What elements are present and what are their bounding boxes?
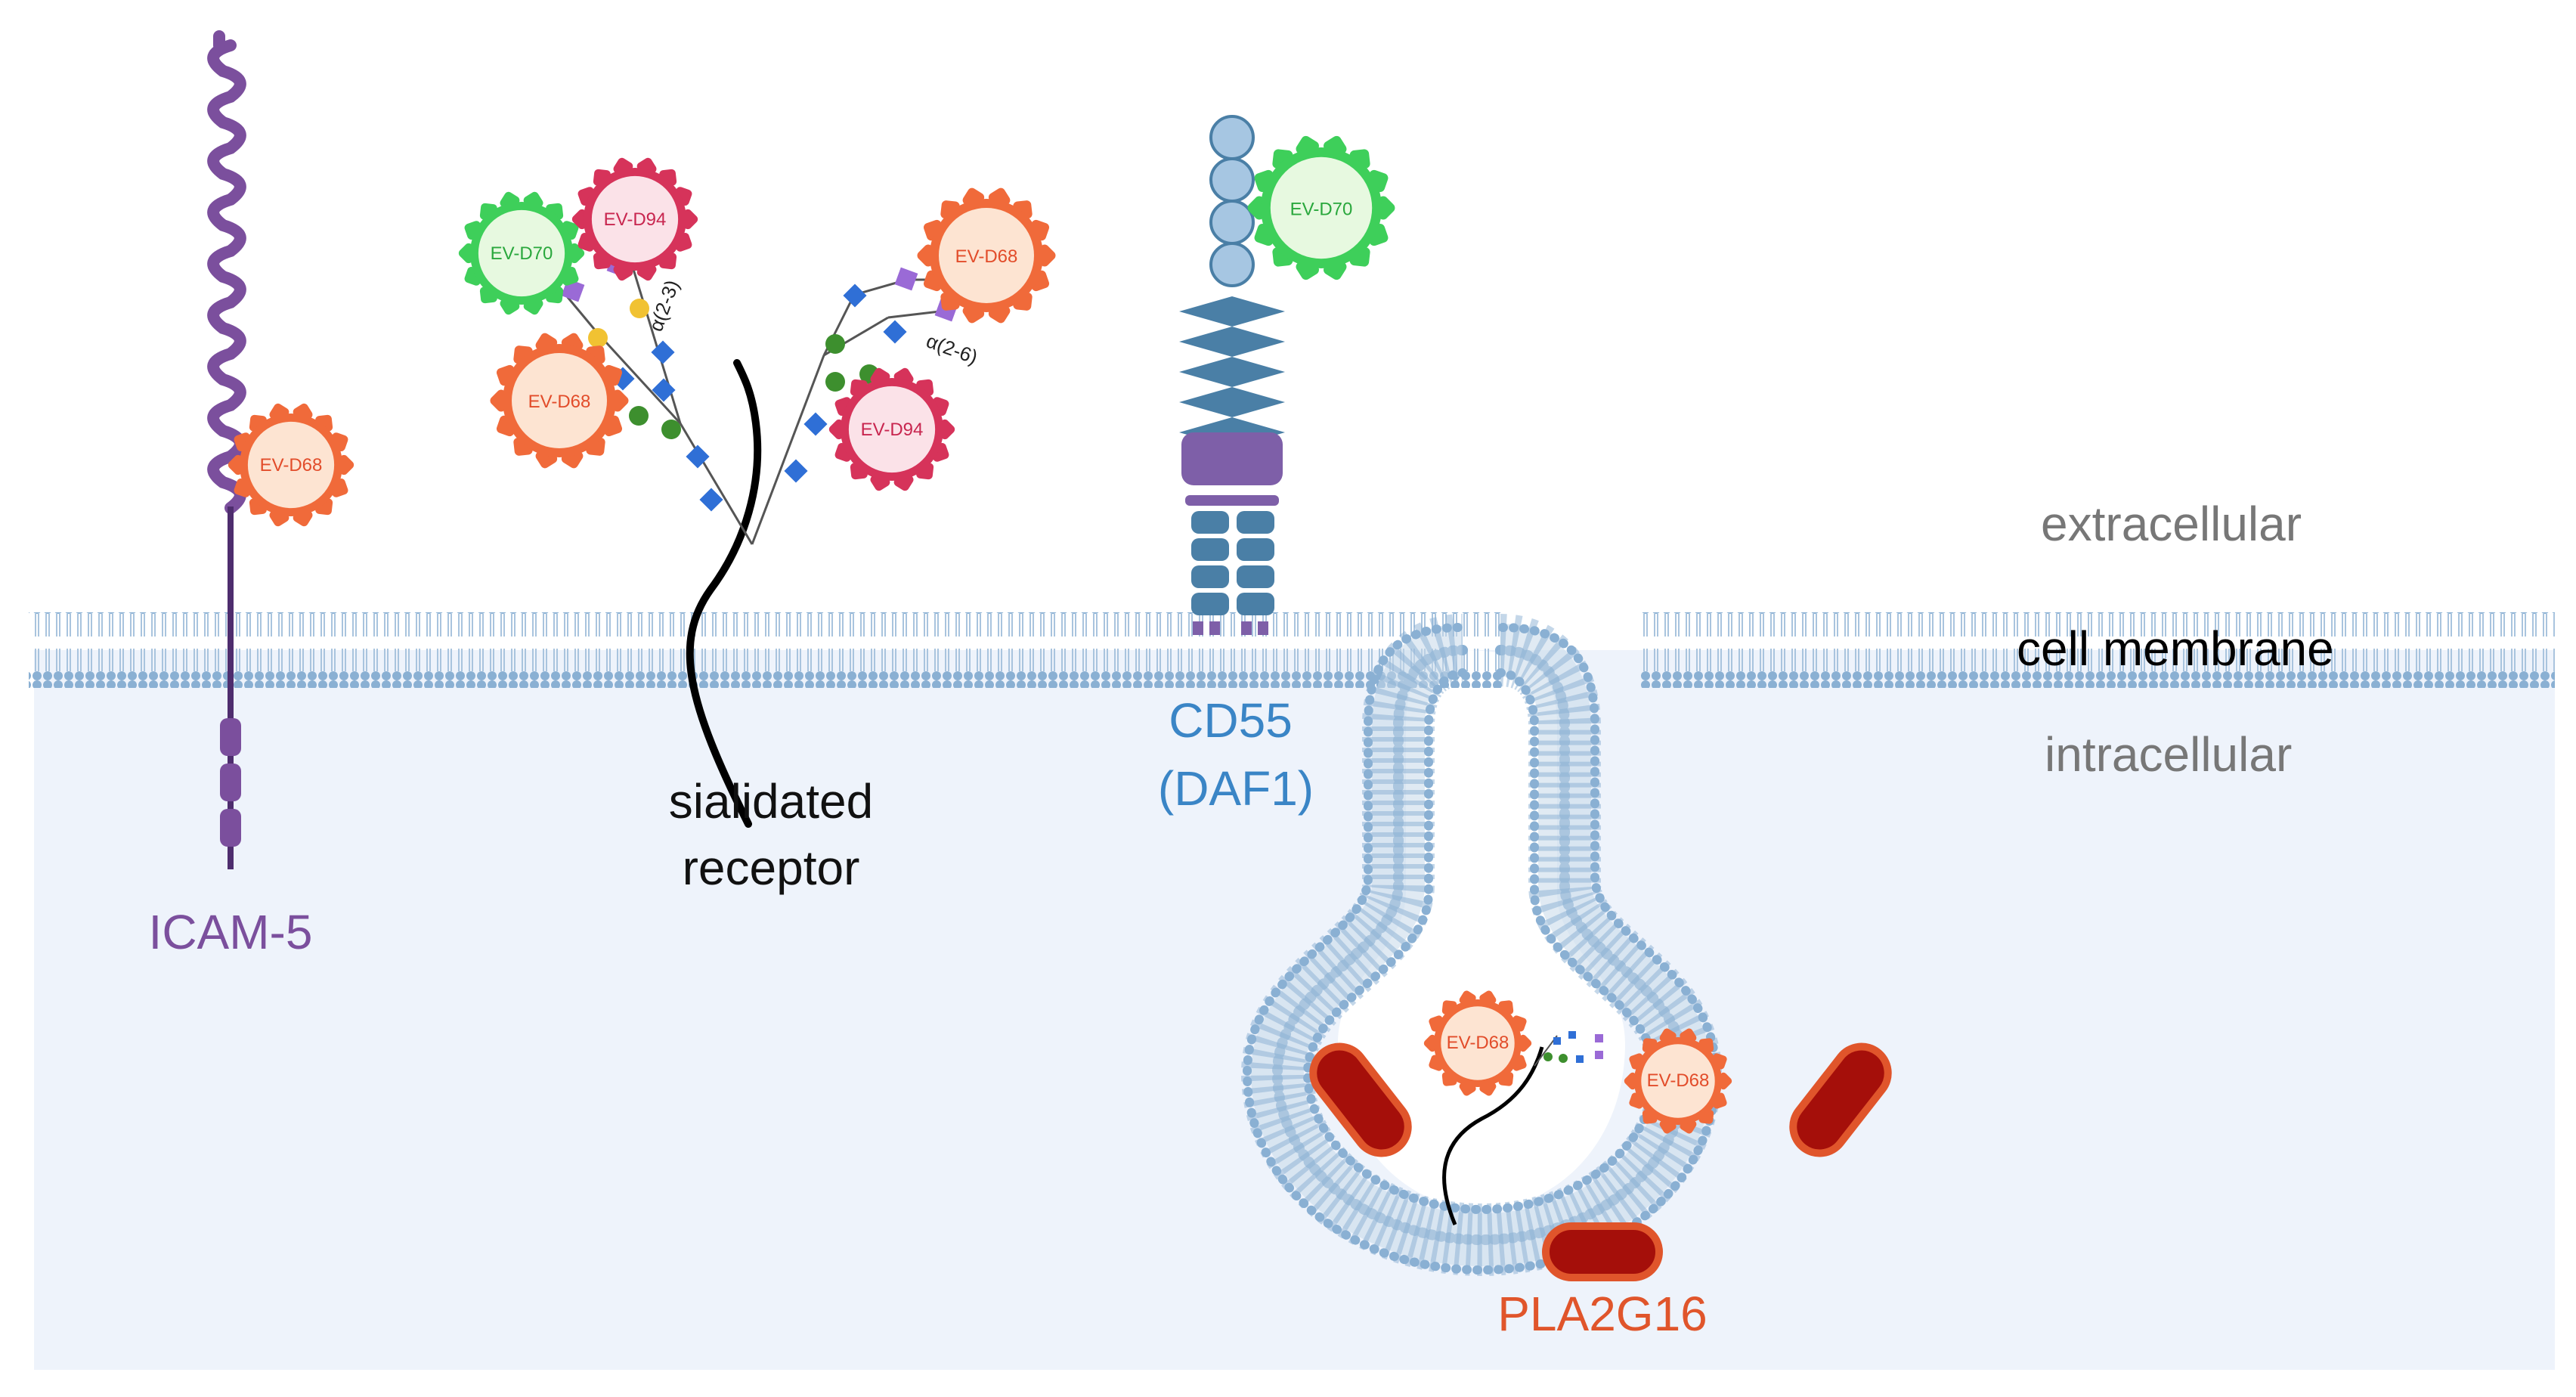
virus-endo-d68-left: EV-D68	[1423, 990, 1532, 1096]
virus-label: EV-D94	[861, 420, 924, 440]
virus-label: EV-D94	[604, 209, 667, 230]
cell-membrane	[29, 612, 2555, 1277]
virus-label: EV-D70	[1290, 200, 1353, 220]
virus-label: EV-D68	[260, 455, 323, 475]
pla2g16-right	[1789, 1042, 1892, 1157]
label-sialidated: sialidated	[669, 774, 873, 829]
label-extracellular: extracellular	[2041, 497, 2302, 551]
virus-label: EV-D68	[1647, 1070, 1710, 1091]
virus-sia-d68-right: EV-D68	[917, 187, 1056, 324]
virus-layer: EV-D68EV-D70EV-D94EV-D68EV-D68EV-D94EV-D…	[228, 135, 1732, 1134]
cytoplasm	[34, 650, 2555, 1370]
sialidated-receptor	[686, 359, 762, 828]
label-cd55: CD55	[1169, 693, 1293, 748]
icam5-receptor	[207, 30, 246, 869]
linkage-label-23: α(2-3)	[644, 277, 683, 334]
cd55-receptor	[1179, 115, 1285, 635]
pla2g16-proteins	[1309, 1042, 1892, 1281]
labels: extracellular cell membrane intracellula…	[149, 497, 2334, 1341]
virus-label: EV-D68	[1447, 1033, 1509, 1053]
label-receptor: receptor	[683, 841, 860, 895]
virus-endo-d68-right: EV-D68	[1624, 1028, 1732, 1134]
linkage-label-26: α(2-6)	[924, 329, 981, 368]
label-intracellular: intracellular	[2045, 727, 2292, 782]
label-daf1: (DAF1)	[1158, 761, 1314, 816]
virus-sia-d68-left: EV-D68	[490, 333, 629, 469]
label-cell-membrane: cell membrane	[2017, 621, 2334, 676]
pla2g16-bottom	[1542, 1222, 1663, 1281]
pla2g16-left	[1309, 1042, 1412, 1157]
virus-cd55-d70: EV-D70	[1247, 135, 1395, 280]
virus-sia-d94-right: EV-D94	[828, 367, 955, 491]
virus-sia-d94-top: EV-D94	[571, 157, 698, 281]
virus-sia-d70: EV-D70	[458, 191, 585, 315]
virus-label: EV-D68	[528, 392, 591, 412]
virus-label: EV-D70	[491, 243, 553, 264]
endosome-sialidated-receptor	[1442, 1031, 1603, 1225]
label-pla2g16: PLA2G16	[1497, 1287, 1708, 1341]
virus-icam-d68: EV-D68	[228, 403, 355, 527]
virus-label: EV-D68	[955, 246, 1018, 267]
label-icam5: ICAM-5	[149, 905, 313, 959]
